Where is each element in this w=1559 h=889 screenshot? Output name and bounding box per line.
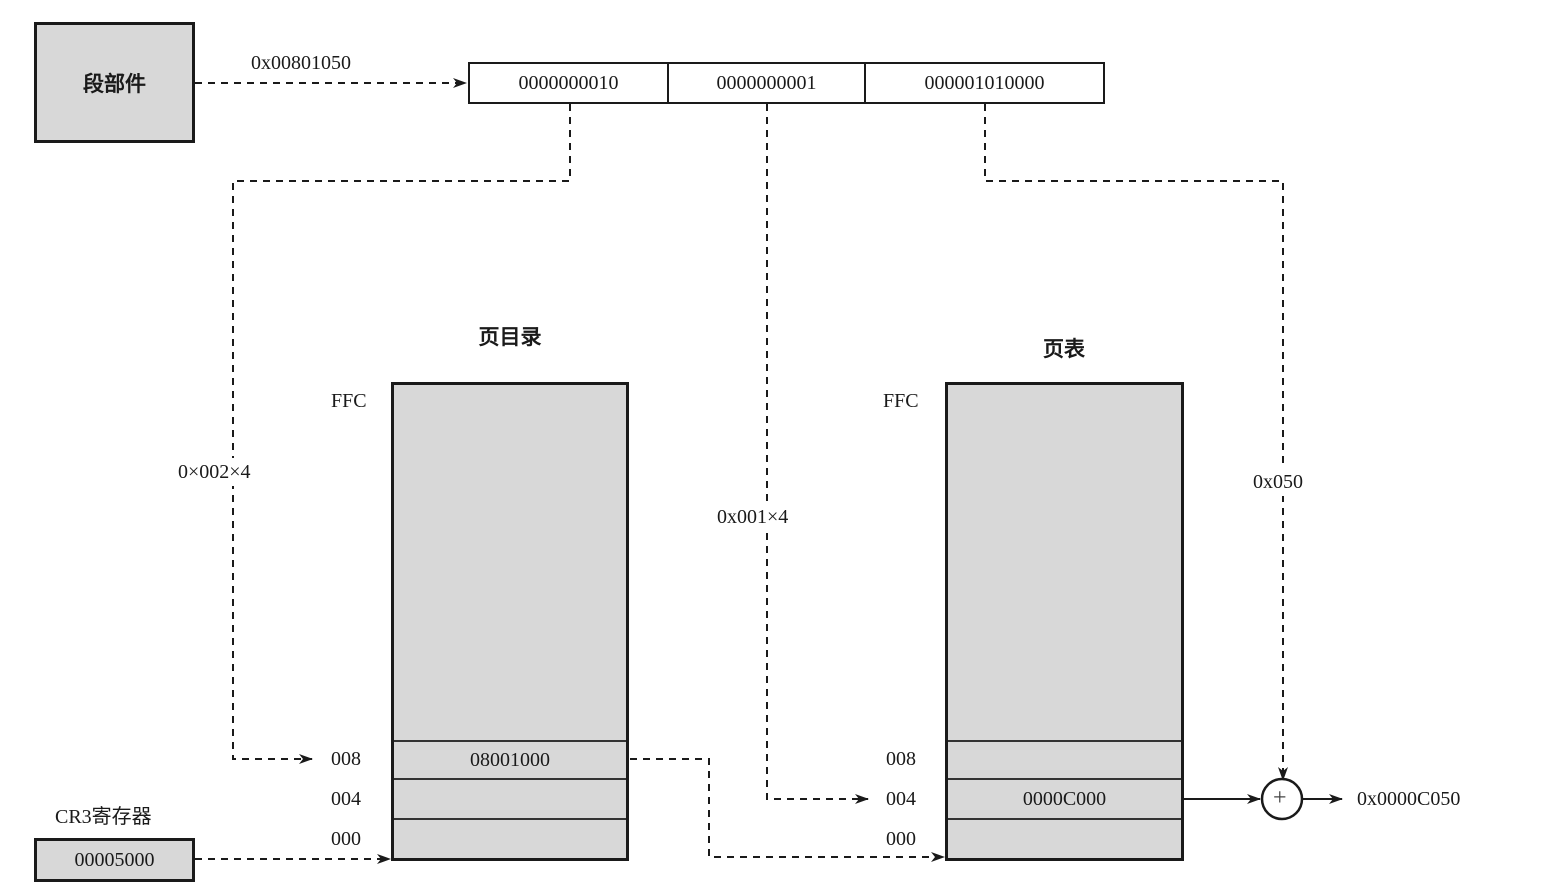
page-table-ffc: FFC	[883, 390, 919, 412]
page-directory-offset-000: 000	[331, 828, 361, 850]
page-table-offset-004: 004	[886, 788, 916, 810]
table-index-label: 0x001×4	[717, 503, 789, 531]
cr3-register-box: 00005000	[34, 838, 195, 882]
page-table-table: 0000C000	[945, 382, 1184, 861]
page-directory-table: 08001000	[391, 382, 629, 861]
cr3-value: 00005000	[74, 848, 155, 871]
dir-entry-to-table-arrow	[617, 758, 945, 862]
page-directory-title: 页目录	[478, 325, 542, 349]
page-directory-entry-000	[394, 820, 626, 858]
table-field: 0000000001	[669, 64, 866, 102]
offset-arrow	[984, 104, 1288, 781]
table-index-arrow	[766, 104, 869, 804]
physical-address-result: 0x0000C050	[1357, 788, 1461, 810]
cr3-title-text: CR3寄存器	[55, 806, 152, 828]
page-table-offset-008: 008	[886, 748, 916, 770]
page-directory-entry-004	[394, 780, 626, 820]
segment-unit-box: 段部件	[34, 22, 195, 143]
dir-index-label: 0×002×4	[178, 458, 251, 486]
linear-address-box: 0000000010 0000000001 000001010000	[468, 62, 1105, 104]
page-table-entry-004: 0000C000	[948, 780, 1181, 820]
page-directory-offset-004: 004	[331, 788, 361, 810]
page-table-title: 页表	[1043, 337, 1085, 361]
offset-label: 0x050	[1253, 468, 1303, 496]
page-table-entry-008	[948, 740, 1181, 780]
adder-plus-icon: +	[1273, 785, 1287, 811]
segment-unit-label: 段部件	[83, 71, 146, 96]
linear-address-value: 0x00801050	[251, 52, 351, 74]
directory-field: 0000000010	[470, 64, 669, 102]
page-table-offset-000: 000	[886, 828, 916, 850]
page-directory-entry-008: 08001000	[394, 740, 626, 780]
page-table-entry-000	[948, 820, 1181, 858]
offset-field: 000001010000	[924, 71, 1045, 94]
page-directory-ffc: FFC	[331, 390, 367, 412]
page-directory-offset-008: 008	[331, 748, 361, 770]
dir-index-arrow	[232, 104, 571, 764]
cr3-title: CR3寄存器	[55, 807, 152, 827]
